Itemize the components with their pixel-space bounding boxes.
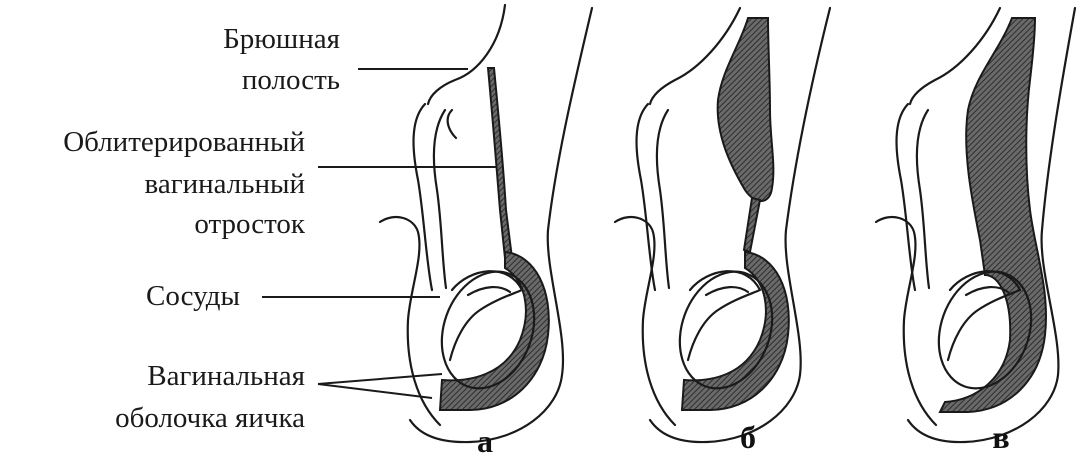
label-vessels: Сосуды: [146, 280, 240, 312]
label-tunica-vaginalis-line2: оболочка яичка: [115, 402, 305, 434]
panel-b-illustration: [615, 8, 830, 442]
panel-label-v: в: [992, 419, 1009, 455]
upper-hydrocele-shape: [718, 18, 774, 201]
label-obliterated-process-line1: Облитерированный: [63, 126, 305, 158]
label-obliterated-process-line2: вагинальный: [145, 168, 305, 200]
label-abdominal-cavity-line2: полость: [242, 64, 340, 96]
label-tunica-vaginalis-line1: Вагинальная: [147, 360, 305, 392]
obliterated-process-shape: [488, 68, 512, 258]
panel-label-b: б: [740, 419, 756, 455]
hernia-sac-shape: [940, 18, 1046, 412]
panel-label-a: а: [477, 423, 493, 457]
leader-tunica-vaginalis-2: [318, 384, 432, 398]
label-obliterated-process-line3: отросток: [194, 208, 306, 240]
label-abdominal-cavity-line1: Брюшная: [223, 23, 340, 55]
leader-tunica-vaginalis-1: [318, 374, 442, 384]
panel-c-illustration: [876, 8, 1075, 442]
